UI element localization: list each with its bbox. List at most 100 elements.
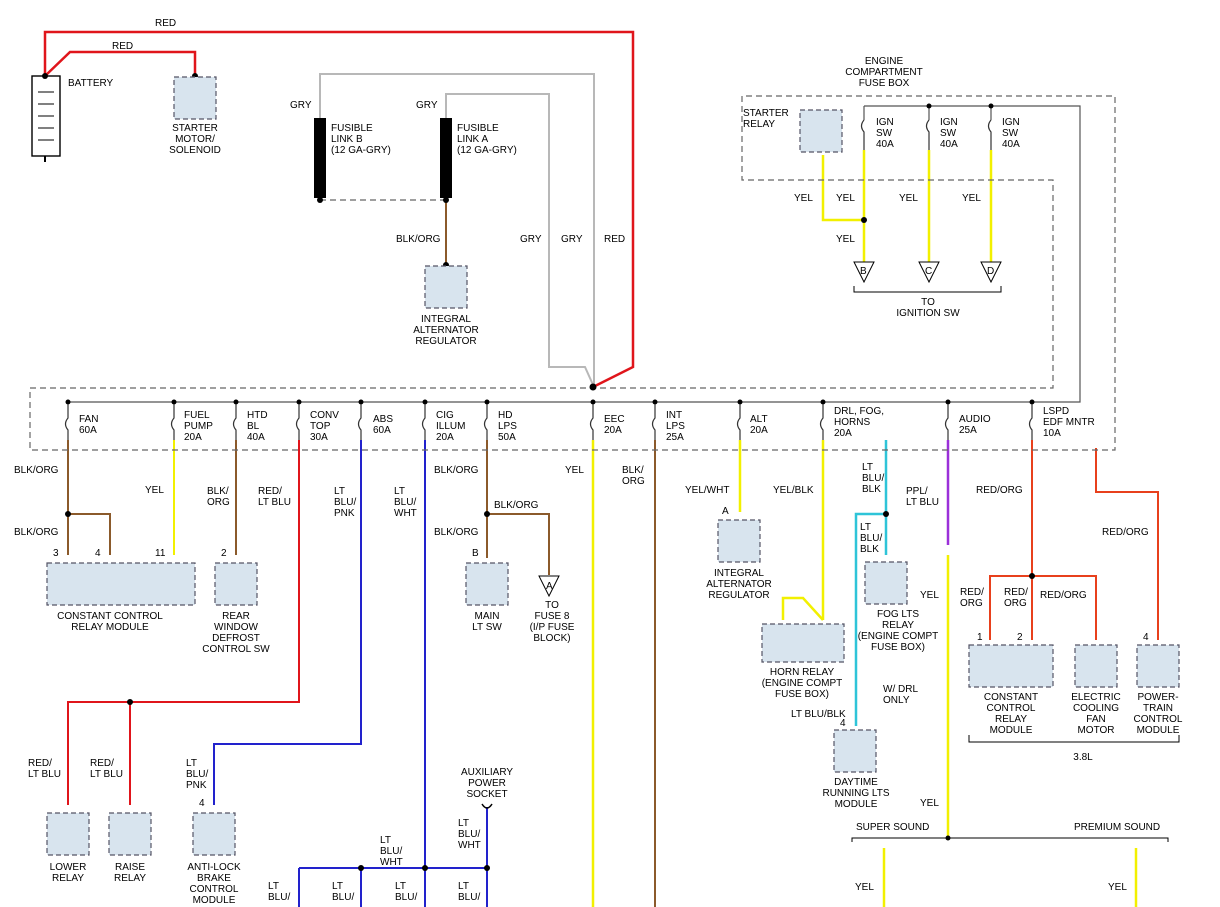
- label-blk-org-fan: BLK/ORG: [14, 465, 59, 476]
- label-red-org-3: RED/ORG: [960, 587, 984, 609]
- label-blk-org-htd: BLK/ORG: [207, 486, 230, 508]
- label-super-sound: SUPER SOUND: [856, 822, 929, 833]
- wires-layer: [43, 30, 1159, 907]
- pin-ign-c: C: [925, 266, 932, 277]
- pin-ccrm4: 4: [95, 548, 101, 559]
- label-gry-b: GRY: [290, 100, 312, 111]
- node-link-b: [317, 197, 323, 203]
- ccrm-right-box: [968, 644, 1054, 688]
- drl-module-box: [833, 729, 877, 773]
- node-ign-2: [988, 103, 994, 109]
- label-battery: BATTERY: [68, 78, 114, 89]
- abs-module-box: [192, 812, 236, 856]
- pin-drl4: 4: [840, 718, 846, 729]
- fuse-symbol: [295, 404, 300, 440]
- fuse-node: [484, 399, 490, 405]
- fuse-symbol: [170, 404, 175, 440]
- label-red-lt-blu-raise: RED/LT BLU: [90, 758, 123, 780]
- label-yel-sr1: YEL: [794, 193, 813, 204]
- label-red-org-2: RED/ORG: [1102, 527, 1149, 538]
- fuse-symbol: [1028, 404, 1033, 440]
- pin-abs4: 4: [199, 798, 205, 809]
- label-engine-38: 3.8L: [1073, 752, 1093, 763]
- label-blk-org-hd: BLK/ORG: [434, 465, 479, 476]
- alt-reg-mid-box: [717, 519, 761, 563]
- fuse-node: [1029, 399, 1035, 405]
- fuse-node: [171, 399, 177, 405]
- label-yel-d: YEL: [962, 193, 981, 204]
- label-yel-b2: YEL: [836, 234, 855, 245]
- fuse-symbol: [64, 404, 69, 440]
- label-yel-fuel: YEL: [145, 485, 164, 496]
- label-blk-org-int: BLK/ORG: [622, 465, 645, 487]
- fuse-symbol: [736, 404, 741, 440]
- raise-relay-box: [108, 812, 152, 856]
- label-red-top: RED: [155, 18, 176, 29]
- pin-ccrm1: 1: [977, 632, 983, 643]
- label-yel-premium: YEL: [1108, 882, 1127, 893]
- wire-red-starter: [44, 50, 197, 77]
- fuse-node: [296, 399, 302, 405]
- wire-red-battery-bus: [43, 30, 635, 389]
- fuse-node: [652, 399, 658, 405]
- fuse-bus-line: [68, 105, 1081, 403]
- pin-ign-b: B: [860, 266, 867, 277]
- wire-blk-org-hd: [486, 440, 550, 575]
- wire-red-org-pcm: [1095, 448, 1159, 640]
- label-yel-wht: YEL/WHT: [685, 485, 729, 496]
- starter-box: [173, 76, 217, 120]
- label-red-org-4: RED/ORG: [1004, 587, 1028, 609]
- starter-relay-box: [799, 109, 843, 153]
- fuse-symbol: [357, 404, 362, 440]
- label-premium-sound: PREMIUM SOUND: [1074, 822, 1160, 833]
- fog-relay-box: [864, 561, 908, 605]
- label-lt-blu-blk-3: LT BLU/BLK: [791, 709, 846, 720]
- fusible-link-b: [314, 118, 326, 198]
- label-yel-sr2: YEL: [836, 193, 855, 204]
- wire-red-lt-blu-conv: [67, 440, 300, 805]
- ign-bracket: [853, 286, 1002, 293]
- label-gry-left: GRY: [520, 234, 542, 245]
- fuse-node: [820, 399, 826, 405]
- node-link-a: [443, 197, 449, 203]
- fuse-node: [945, 399, 951, 405]
- horn-relay-box: [761, 623, 845, 663]
- label-red-org-1: RED/ORG: [976, 485, 1023, 496]
- pcm-box: [1136, 644, 1180, 688]
- fuse-symbol: [421, 404, 426, 440]
- fuse-symbol: [483, 404, 488, 440]
- fuse-symbol-ign: [860, 119, 865, 150]
- pin-alt-a: A: [722, 506, 729, 517]
- pin-fuse8-a: A: [546, 581, 553, 592]
- label-blk-org-hd2: BLK/ORG: [494, 500, 539, 511]
- wire-yel-blk-horn: [781, 440, 825, 621]
